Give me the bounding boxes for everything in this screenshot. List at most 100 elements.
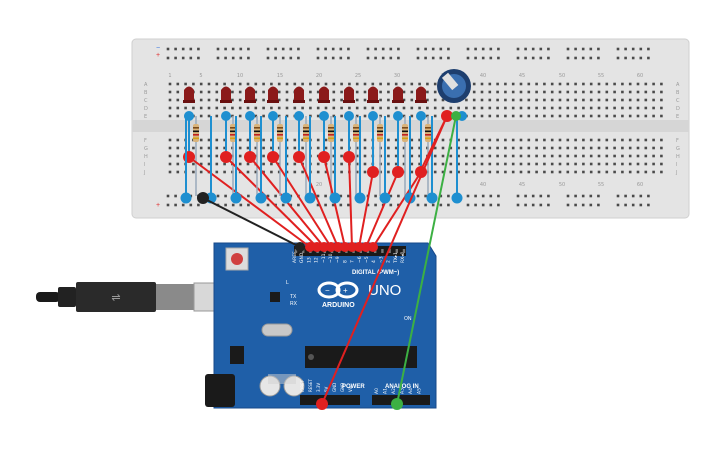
breadboard-hole[interactable] <box>519 106 523 110</box>
breadboard-hole[interactable] <box>465 170 468 174</box>
breadboard-hole[interactable] <box>644 154 648 158</box>
rail-hole[interactable] <box>347 56 350 60</box>
breadboard-hole[interactable] <box>215 170 219 174</box>
breadboard-hole[interactable] <box>238 114 242 118</box>
breadboard-hole[interactable] <box>277 114 281 118</box>
rail-hole[interactable] <box>524 56 527 60</box>
breadboard-hole[interactable] <box>504 154 507 158</box>
breadboard-hole[interactable] <box>184 82 187 86</box>
breadboard-hole[interactable] <box>574 154 577 158</box>
rail-hole[interactable] <box>466 47 470 51</box>
breadboard-hole[interactable] <box>363 90 367 94</box>
breadboard-hole[interactable] <box>270 146 273 150</box>
usb-cable[interactable]: ⇌ <box>36 282 219 312</box>
breadboard-hole[interactable] <box>605 114 609 118</box>
breadboard-hole[interactable] <box>418 162 421 166</box>
breadboard-hole[interactable] <box>652 106 655 110</box>
breadboard-hole[interactable] <box>566 154 570 158</box>
breadboard-hole[interactable] <box>519 162 523 166</box>
breadboard-hole[interactable] <box>410 162 414 166</box>
breadboard-hole[interactable] <box>433 162 437 166</box>
breadboard-hole[interactable] <box>582 146 585 150</box>
breadboard-hole[interactable] <box>644 138 648 142</box>
rail-hole[interactable] <box>589 203 593 207</box>
red-wire[interactable] <box>419 115 448 173</box>
breadboard-hole[interactable] <box>605 146 609 150</box>
breadboard-hole[interactable] <box>589 82 593 86</box>
ground-wire[interactable] <box>202 197 301 248</box>
breadboard-hole[interactable] <box>277 98 281 102</box>
breadboard-hole[interactable] <box>550 98 554 102</box>
rail-hole[interactable] <box>247 203 250 207</box>
breadboard-hole[interactable] <box>636 90 640 94</box>
rail-hole[interactable] <box>389 203 393 207</box>
breadboard-hole[interactable] <box>254 114 258 118</box>
breadboard-hole[interactable] <box>496 170 499 174</box>
resistor[interactable] <box>377 124 383 142</box>
rail-hole[interactable] <box>497 56 500 60</box>
rail-hole[interactable] <box>189 56 193 60</box>
resistor[interactable] <box>425 124 431 142</box>
breadboard-hole[interactable] <box>277 162 281 166</box>
breadboard-hole[interactable] <box>558 162 562 166</box>
rail-hole[interactable] <box>497 203 500 207</box>
rail-hole[interactable] <box>439 56 443 60</box>
breadboard-hole[interactable] <box>566 162 570 166</box>
breadboard-hole[interactable] <box>480 114 484 118</box>
rail-hole[interactable] <box>324 56 327 60</box>
rail-hole[interactable] <box>489 203 493 207</box>
potentiometer[interactable] <box>437 69 471 103</box>
wire-end[interactable] <box>305 242 315 252</box>
rail-hole[interactable] <box>181 47 185 51</box>
breadboard-hole[interactable] <box>589 170 593 174</box>
breadboard-hole[interactable] <box>355 90 359 94</box>
breadboard-hole[interactable] <box>332 114 336 118</box>
breadboard-hole[interactable] <box>418 106 421 110</box>
breadboard-hole[interactable] <box>652 90 655 94</box>
breadboard-hole[interactable] <box>527 90 531 94</box>
breadboard-hole[interactable] <box>543 98 546 102</box>
breadboard-hole[interactable] <box>387 162 390 166</box>
breadboard-hole[interactable] <box>238 106 242 110</box>
red-wire[interactable] <box>272 156 332 248</box>
rail-hole[interactable] <box>247 56 250 60</box>
rail-hole[interactable] <box>639 56 643 60</box>
breadboard-hole[interactable] <box>527 154 531 158</box>
breadboard-hole[interactable] <box>519 170 523 174</box>
rail-hole[interactable] <box>566 47 570 51</box>
breadboard-hole[interactable] <box>488 162 492 166</box>
breadboard-hole[interactable] <box>574 114 577 118</box>
breadboard-hole[interactable] <box>355 162 359 166</box>
rail-hole[interactable] <box>174 56 177 60</box>
breadboard-hole[interactable] <box>543 90 546 94</box>
breadboard-hole[interactable] <box>316 138 320 142</box>
breadboard-hole[interactable] <box>371 106 375 110</box>
breadboard-hole[interactable] <box>270 138 273 142</box>
rail-hole[interactable] <box>539 47 543 51</box>
rail-hole[interactable] <box>624 194 627 198</box>
breadboard-hole[interactable] <box>332 162 336 166</box>
breadboard-hole[interactable] <box>387 82 390 86</box>
red-led[interactable] <box>267 86 279 104</box>
rail-hole[interactable] <box>374 203 377 207</box>
breadboard-hole[interactable] <box>504 170 507 174</box>
breadboard-hole[interactable] <box>472 154 476 158</box>
breadboard-hole[interactable] <box>472 146 476 150</box>
breadboard-hole[interactable] <box>550 146 554 150</box>
breadboard-node[interactable] <box>221 111 231 121</box>
red-wire[interactable] <box>298 156 339 248</box>
breadboard-hole[interactable] <box>215 98 219 102</box>
breadboard-hole[interactable] <box>504 138 507 142</box>
breadboard-hole[interactable] <box>457 154 460 158</box>
rail-hole[interactable] <box>281 203 285 207</box>
breadboard-hole[interactable] <box>387 154 390 158</box>
breadboard-hole[interactable] <box>285 82 289 86</box>
rail-hole[interactable] <box>331 47 335 51</box>
breadboard-hole[interactable] <box>465 154 468 158</box>
breadboard-hole[interactable] <box>628 154 632 158</box>
breadboard-hole[interactable] <box>465 146 468 150</box>
rail-hole[interactable] <box>331 203 335 207</box>
breadboard-hole[interactable] <box>566 146 570 150</box>
breadboard-hole[interactable] <box>543 114 546 118</box>
breadboard-hole[interactable] <box>488 154 492 158</box>
